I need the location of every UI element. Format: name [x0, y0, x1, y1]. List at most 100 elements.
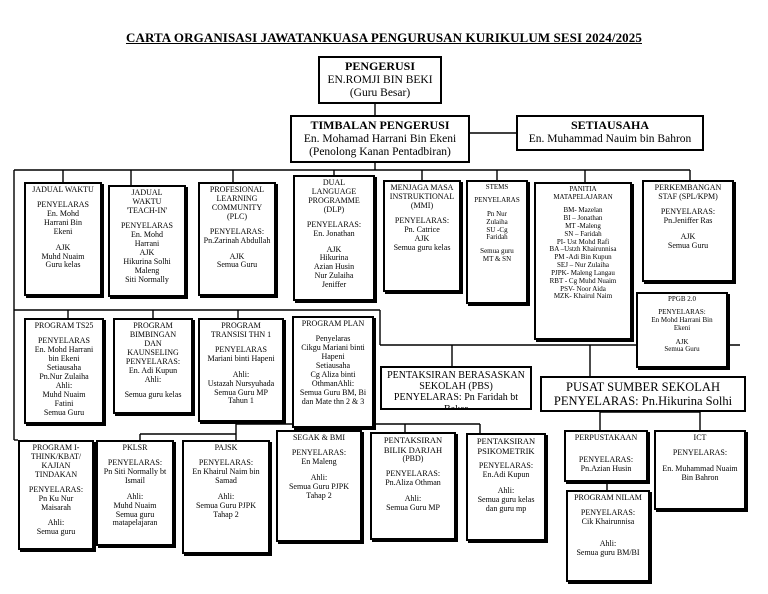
program-bimbingan-line: PROGRAM [133, 321, 173, 330]
pklsr-line: Ismail [125, 476, 145, 486]
stems-line: Pn Nur [486, 209, 508, 218]
program-ts25-line: PROGRAM TS25 [34, 321, 94, 330]
stems-line: Faridah [486, 233, 508, 242]
stems-line: MT & SN [482, 254, 512, 263]
panitia-line: PANITIA [569, 185, 597, 193]
program-ts25-line: Muhd Nuaim [42, 390, 86, 400]
pbd-line: BILIK DARJAH [383, 444, 443, 455]
segak-bmi-line: Tahap 2 [306, 490, 332, 500]
panitia-line: BI – Jonathan [563, 214, 603, 223]
panitia-line: PJPK- Maleng Langau [551, 268, 615, 277]
perkembangan-staf-line: Pn.Jeniffer Ras [663, 216, 713, 226]
mmi-line: PENYELARAS: [394, 216, 450, 226]
pajsk-line: Ahli: [217, 491, 235, 501]
program-ts25-line: Semua Guru [43, 407, 85, 417]
jadual-waktu-line: En. Mohd [47, 209, 79, 219]
pbs-heading-2: SEKOLAH (PBS) [419, 381, 493, 393]
program-nilam-line: Semua guru BM/BI [576, 547, 640, 557]
mmi-line: INSTRUKTIONAL [389, 191, 455, 201]
program-i-think-line: Pn Ku Nur [38, 494, 74, 504]
jadual-teach-in-line: PENYELARAS [120, 221, 173, 231]
dlp-line: DUAL [322, 178, 346, 187]
secretary-box: SETIAUSAHA En. Muhammad Nauim bin Bahron [516, 115, 704, 151]
committee-pusat-sumber: PUSAT SUMBER SEKOLAH PENYELARAS: Pn.Hiku… [540, 376, 746, 412]
jadual-teach-in-line: En. Mohd [131, 230, 163, 240]
program-plan-line: Hapeni [321, 352, 345, 362]
program-bimbingan-line: En. Adi Kupun [128, 365, 178, 375]
perkembangan-staf-line: PENYELARAS: [660, 207, 716, 217]
panitia-line: RBT - Cg Muhd Nuaim [549, 276, 617, 285]
panitia-line: BA –Ustzh Khairunnisa [549, 245, 617, 254]
psikometrik-line: Semua guru kelas [477, 494, 535, 504]
ppgb-line: PENYELARAS: [658, 308, 706, 317]
pklsr-line: PENYELARAS: [107, 458, 163, 468]
program-transisi-line: Ustazah Nursyuhada [207, 378, 275, 388]
program-plan-line: Cikgu Mariani binti [301, 343, 365, 353]
program-i-think-line: PENYELARAS: [28, 485, 84, 495]
program-plan-line: PROGRAM PLAN [301, 319, 365, 328]
stems-line: STEMS [485, 183, 509, 191]
pbd-line: Semua Guru MP [386, 502, 440, 512]
program-bimbingan-line: Ahli: [144, 374, 162, 384]
perpustakaan-line: PENYELARAS: [578, 454, 634, 464]
program-transisi-line: Semua Guru MP [214, 387, 268, 397]
jadual-teach-in-line: JADUAL [131, 188, 163, 197]
jadual-waktu-line: AJK [55, 242, 71, 252]
deputy-heading: TIMBALAN PENGERUSI [310, 118, 450, 132]
program-ts25-line: Setiausaha [46, 363, 82, 373]
segak-bmi-line: SEGAK & BMI [292, 433, 345, 442]
mmi-line: (MMI) [410, 200, 434, 210]
program-bimbingan-line: PENYELARAS: [125, 356, 181, 366]
segak-bmi-line: PENYELARAS: [291, 448, 347, 458]
jadual-teach-in-line: AJK [139, 248, 155, 258]
plc-line: COMMUNITY [211, 202, 263, 212]
dlp-line: LANGUAGE [311, 186, 357, 196]
pbd-line: (PBD) [402, 454, 424, 464]
program-i-think-line: Ahli: [47, 518, 65, 528]
ict-line: PENYELARAS: [672, 448, 728, 458]
program-transisi-line: PROGRAM [221, 321, 261, 330]
plc-line: AJK [229, 251, 245, 261]
stems-line: Semua guru [480, 246, 514, 255]
pajsk-line: Semua Guru PJPK [195, 500, 256, 510]
committee-pbs: PENTAKSIRAN BERASASKAN SEKOLAH (PBS) PEN… [380, 366, 532, 410]
panitia-line: PI- Ust Mohd Rafi [556, 237, 610, 246]
psikometrik-line: dan guru mp [485, 503, 527, 513]
pajsk-line: Samad [215, 476, 237, 486]
pklsr-line: Muhd Nuaim [113, 500, 157, 510]
panitia-line: MT -Maleng [565, 221, 601, 230]
segak-bmi-line: En Maleng [301, 457, 337, 467]
pajsk-line: PENYELARAS: [198, 458, 254, 468]
panitia-line: MATAPELAJARAN [553, 192, 613, 201]
jadual-teach-in-line: Maleng [134, 266, 160, 276]
program-bimbingan-line: BIMBINGAN [129, 329, 177, 339]
pss-penyelaras: PENYELARAS: Pn.Hikurina Solhi [553, 394, 733, 408]
ppgb-line: Ekeni [673, 324, 691, 333]
program-nilam-line: Cik Khairunnisa [581, 517, 635, 527]
pklsr-line: Ahli: [126, 491, 144, 501]
mmi-line: Pn. Catrice [404, 225, 440, 235]
deputy-role: (Penolong Kanan Pentadbiran) [309, 146, 451, 159]
plc-line: (PLC) [227, 211, 247, 221]
program-nilam-line: Ahli: [599, 539, 617, 549]
program-nilam-line: PROGRAM NILAM [574, 493, 642, 502]
dlp-line: PENYELARAS: [306, 220, 362, 230]
secretary-heading: SETIAUSAHA [570, 118, 650, 132]
plc-line: Pn.Zarinah Abdullah [203, 236, 271, 246]
program-transisi-line: Mariani binti Hapeni [207, 354, 275, 364]
jadual-teach-in-line: 'TEACH-IN' [126, 205, 168, 215]
